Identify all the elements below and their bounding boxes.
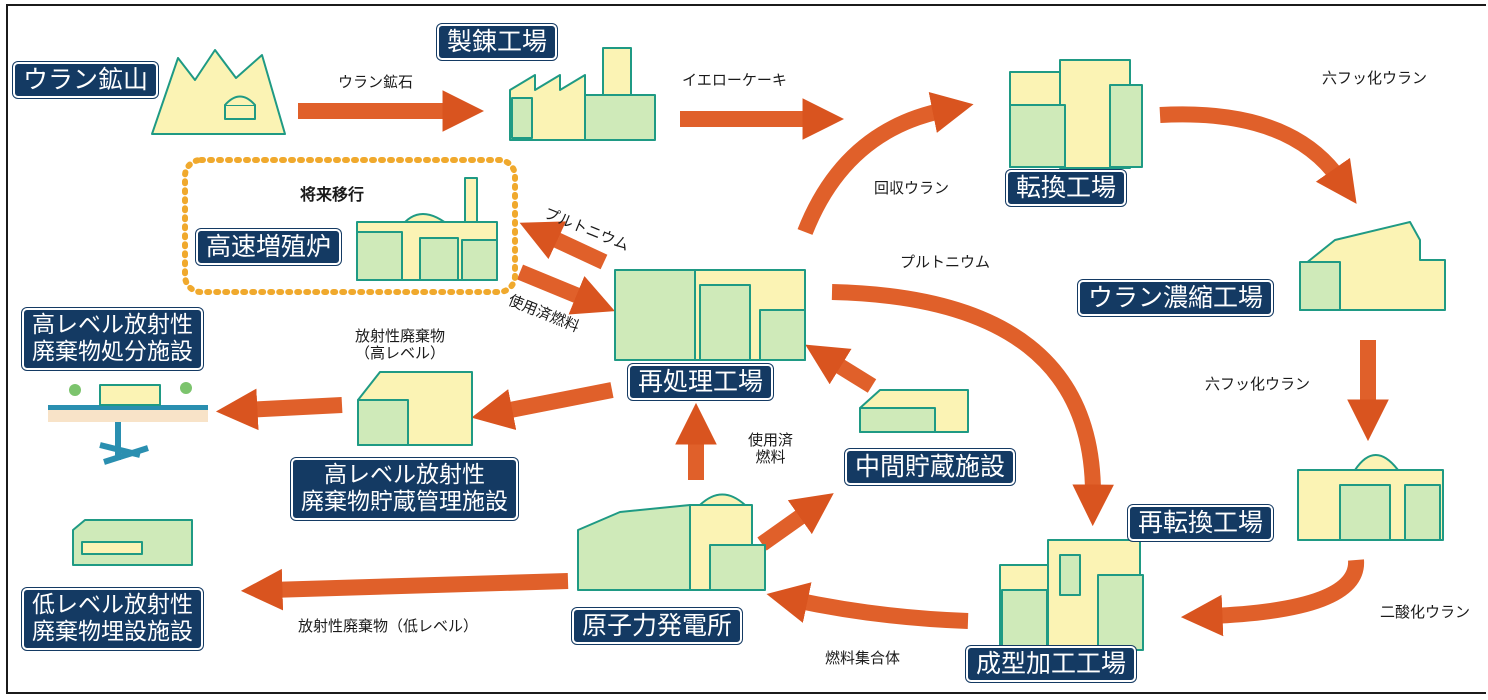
- reprocessing-icon: [614, 269, 806, 361]
- enrichment-icon: [1299, 221, 1446, 311]
- future-transition-label: 将来移行: [300, 185, 365, 204]
- flow-uf6-top: 六フッ化ウラン: [1322, 69, 1428, 87]
- label-power-plant: 原子力発電所: [572, 608, 743, 644]
- hlw-disposal-icon: [48, 382, 208, 465]
- llw-disposal-icon: [72, 519, 193, 566]
- flow-spent-fuel-from-npp-line1: 使用済: [748, 431, 794, 449]
- arrow-lowlevel-waste: [240, 568, 569, 611]
- label-fast-breeder: 高速増殖炉: [196, 229, 342, 265]
- label-reconversion: 再転換工場: [1128, 505, 1274, 541]
- hlw-storage-icon: [357, 371, 473, 446]
- flow-spent-fuel-from-npp-line2: 燃料: [755, 448, 786, 467]
- arrow-recovered-uranium: [797, 92, 974, 235]
- flow-lowlevel-waste: 放射性廃棄物（低レベル）: [298, 617, 479, 635]
- interim-storage-icon: [859, 389, 969, 433]
- arrow-npp-to-interim: [757, 493, 834, 551]
- label-hlw-disposal-line1: 高レベル放射性: [32, 312, 193, 338]
- arrow-spentfuel-to-reprocessing: [516, 264, 615, 315]
- label-fabrication: 成型加工工場: [966, 646, 1137, 682]
- label-hlw-storage: 高レベル放射性 廃棄物貯蔵管理施設: [291, 458, 518, 521]
- label-llw-disposal: 低レベル放射性 廃棄物埋設施設: [22, 588, 203, 651]
- flow-highlevel-waste-line1: 放射性廃棄物: [355, 327, 446, 345]
- arrow-uf6-top: [1159, 106, 1357, 204]
- label-hlw-disposal-line2: 廃棄物処分施設: [32, 339, 193, 366]
- flow-plutonium-to-fab: プルトニウム: [900, 253, 991, 271]
- label-interim-storage: 中間貯蔵施設: [845, 449, 1016, 485]
- label-hlw-storage-line1: 高レベル放射性: [324, 462, 485, 488]
- flow-highlevel-waste-line2: （高レベル）: [355, 344, 446, 363]
- label-conversion: 転換工場: [1006, 170, 1127, 206]
- reconversion-icon: [1297, 454, 1444, 541]
- diagram-frame: [6, 4, 1486, 694]
- arrow-fuel-assembly: [766, 582, 969, 629]
- flow-uranium-ore: ウラン鉱石: [338, 73, 414, 91]
- conversion-icon: [1009, 59, 1143, 169]
- flow-uf6-right: 六フッ化ウラン: [1205, 375, 1311, 393]
- flow-yellowcake: イエローケーキ: [682, 71, 787, 89]
- power-plant-icon: [577, 493, 766, 591]
- arrow-plutonium-to-fbr: [519, 221, 608, 270]
- label-hlw-storage-line2: 廃棄物貯蔵管理施設: [301, 489, 508, 516]
- arrow-interim-to-reprocessing: [805, 344, 877, 393]
- arrow-uo2: [1180, 559, 1365, 637]
- flow-highlevel-waste: 放射性廃棄物 （高レベル）: [355, 327, 446, 363]
- refinery-icon: [509, 47, 656, 141]
- label-uranium-mine: ウラン鉱山: [13, 62, 159, 98]
- future-transition-frame: [182, 157, 518, 295]
- arrow-to-disposal: [215, 388, 343, 431]
- flow-uo2: 二酸化ウラン: [1380, 603, 1471, 621]
- label-hlw-disposal: 高レベル放射性 廃棄物処分施設: [22, 308, 203, 371]
- label-llw-disposal-line2: 廃棄物埋設施設: [32, 619, 193, 646]
- arrow-highlevel-waste: [471, 382, 614, 431]
- label-refinery: 製錬工場: [437, 24, 558, 60]
- fast-breeder-icon: [356, 177, 498, 281]
- flow-fuel-assembly: 燃料集合体: [825, 649, 901, 667]
- label-reprocessing: 再処理工場: [628, 364, 774, 400]
- flow-recovered-uranium: 回収ウラン: [874, 179, 950, 197]
- arrow-plutonium-to-fab: [831, 284, 1114, 527]
- flow-spent-fuel-from-npp: 使用済 燃料: [748, 431, 794, 467]
- mine-icon: [151, 49, 286, 135]
- fabrication-icon: [999, 539, 1144, 651]
- label-llw-disposal-line1: 低レベル放射性: [32, 592, 193, 618]
- label-enrichment: ウラン濃縮工場: [1078, 280, 1274, 316]
